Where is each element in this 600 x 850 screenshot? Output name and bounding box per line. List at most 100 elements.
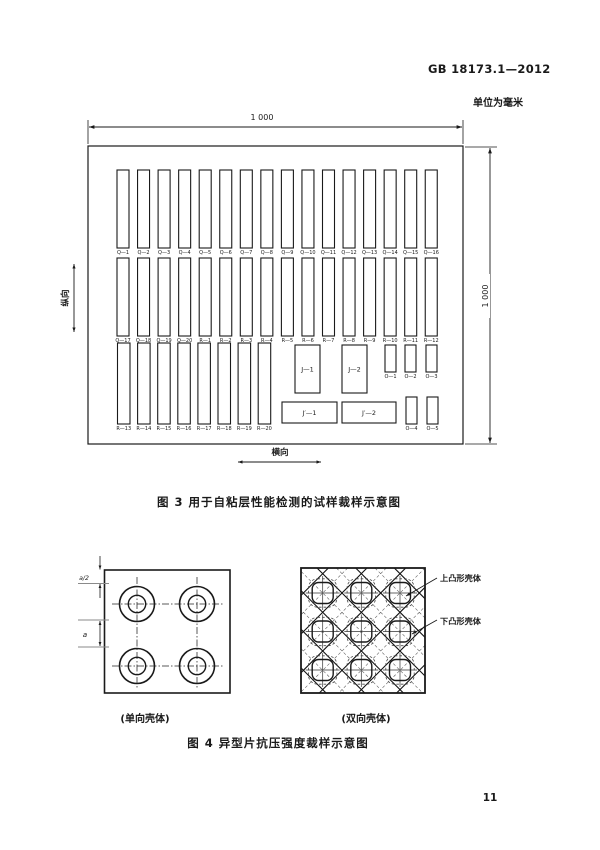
lattice-line-dashed [336, 568, 425, 657]
specimen-strip-label: R—3 [240, 338, 252, 344]
specimen-strip-label: Q—7 [240, 250, 252, 256]
specimen-strip-label: Q—11 [321, 250, 336, 256]
lattice-line-dashed [301, 568, 425, 693]
specimen-strip [198, 257, 212, 337]
j-specimen-box [341, 344, 368, 394]
o-specimen-box-label: O—3 [425, 374, 437, 380]
specimen-strip [260, 257, 274, 337]
lattice-line-dashed [301, 570, 423, 693]
specimen-strip-label: Q—4 [179, 250, 191, 256]
lower-convex-shell-outline [308, 655, 338, 685]
lattice-line [316, 568, 425, 677]
specimen-strip [178, 169, 192, 249]
specimen-strip [342, 169, 356, 249]
specimen-strip-label: R—12 [424, 338, 439, 344]
upper-convex-shell-outline [350, 620, 373, 643]
lattice-line [357, 625, 425, 693]
lattice-line [396, 663, 425, 693]
specimen-strip-label: Q—19 [156, 338, 171, 344]
lattice-line-dashed [301, 648, 346, 693]
o-specimen-box-label: O—4 [405, 426, 417, 432]
specimen-strip-label: R—18 [217, 426, 232, 432]
figure4-right-subcaption: (双向壳体) [341, 714, 391, 725]
specimen-strip [301, 169, 315, 249]
j-prime-specimen-box-label: J′—2 [361, 409, 376, 417]
j-prime-specimen-box [281, 401, 338, 424]
specimen-strip [219, 169, 233, 249]
fig4-twoway-outline [300, 567, 426, 694]
specimen-strip-label: Q—2 [137, 250, 149, 256]
lattice-line-dashed [301, 609, 385, 693]
specimen-strip-label: R—16 [177, 426, 192, 432]
j-prime-specimen-box-label: J′—1 [301, 409, 316, 417]
lower-convex-shell-outline [346, 655, 376, 685]
standard-code: GB 18173.1—2012 [428, 62, 551, 76]
fig4-dim-a-label: a [83, 630, 87, 639]
specimen-strip [363, 169, 377, 249]
specimen-strip [239, 169, 253, 249]
specimen-strip-label: R—15 [157, 426, 172, 432]
o-specimen-box-label: O—5 [426, 426, 438, 432]
unit-note: 单位为毫米 [473, 98, 523, 109]
lower-convex-shell-outline [346, 616, 376, 647]
lower-convex-shell-outline [308, 578, 338, 608]
specimen-strip [178, 257, 192, 337]
upper-convex-shell-outline [350, 581, 373, 605]
specimen-strip [383, 169, 397, 249]
specimen-strip-label: Q—3 [158, 250, 170, 256]
fig4-dim-a-half-label: a/2 [79, 575, 89, 582]
specimen-strip [321, 257, 336, 337]
fig4-oneway-circles [118, 585, 216, 685]
o-specimen-box [404, 344, 417, 373]
lattice-line-dashed [338, 606, 425, 693]
fig3-axis-vertical-label: 纵向 [60, 289, 71, 306]
specimen-strip-label: R—11 [403, 338, 418, 344]
specimen-strip-label: Q—18 [136, 338, 151, 344]
figure3-caption: 图 3 用于自粘层性能检测的试样裁样示意图 [156, 495, 401, 509]
specimen-strip-label: Q—13 [362, 250, 377, 256]
lattice-line [301, 568, 407, 674]
specimen-strip-label: Q—20 [177, 338, 192, 344]
fig3-axis-horizontal-label: 横向 [270, 447, 288, 458]
lower-convex-shell-outline [385, 655, 415, 685]
specimen-strip [404, 257, 418, 337]
j-specimen-box-label: J—2 [347, 365, 361, 373]
specimen-strip [116, 169, 130, 249]
specimen-strip-label: Q—8 [261, 250, 273, 256]
fig4-lower-shell-label: 下凸形壳体 [440, 616, 482, 626]
specimen-strip-label: R—10 [383, 338, 398, 344]
fig3-dim-right-label-bg [479, 274, 490, 318]
lower-convex-shell-outline [308, 616, 338, 647]
fig4-oneway-centerlines [112, 577, 224, 689]
o-specimen-box [426, 396, 439, 425]
upper-convex-shell-outline [311, 658, 334, 682]
specimen-strip-label: Q—6 [220, 250, 232, 256]
fig4-lower-shell-leader [411, 619, 438, 635]
specimen-strip-label: R—14 [136, 426, 151, 432]
fig4-upper-shell-leader [405, 577, 438, 597]
specimen-strip-label: R—13 [116, 426, 131, 432]
lattice-line-dashed [374, 568, 425, 619]
specimen-strip [198, 169, 212, 249]
specimen-strip [157, 257, 171, 337]
specimen-strip-label: R—6 [302, 338, 314, 344]
specimen-strip [157, 342, 171, 425]
specimen-strip [280, 257, 294, 337]
lattice-line [393, 568, 425, 600]
specimen-strip [280, 169, 294, 249]
specimen-strip [342, 257, 356, 337]
specimen-strip-label: Q—16 [424, 250, 439, 256]
specimen-strip-label: R—4 [261, 338, 273, 344]
specimen-strip [137, 169, 151, 249]
specimen-strip-label: Q—15 [403, 250, 418, 256]
lattice-line-dashed [301, 568, 348, 616]
fig4-dim-ticks [78, 583, 109, 648]
j-specimen-box [294, 344, 321, 394]
lattice-line [301, 589, 404, 693]
figure4-caption: 图 4 异型片抗压强度裁样示意图 [187, 736, 369, 750]
specimen-strip [424, 169, 438, 249]
specimen-strip [239, 257, 253, 337]
specimen-strip [217, 342, 232, 425]
